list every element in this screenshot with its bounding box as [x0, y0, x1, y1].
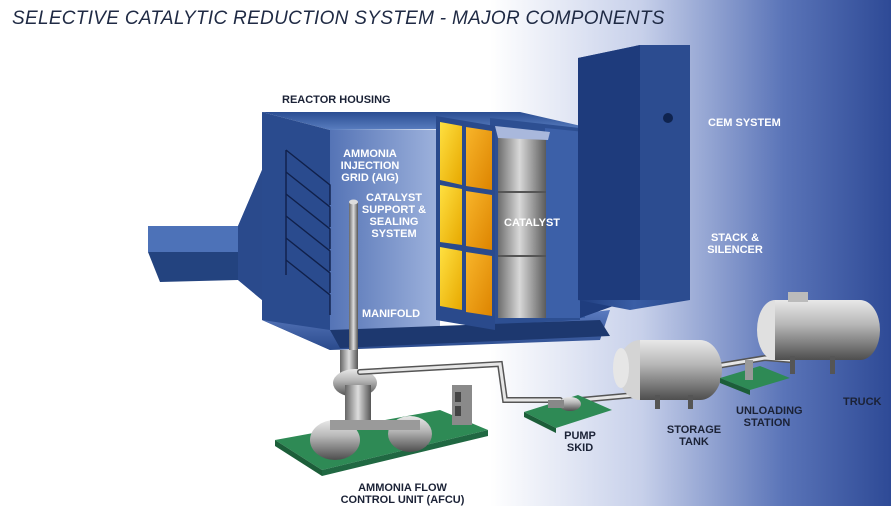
label-pump-skid: PUMP SKID: [562, 430, 598, 454]
label-reactor-housing: REACTOR HOUSING: [282, 94, 391, 106]
label-catalyst: CATALYST: [504, 217, 561, 229]
label-afcu-line2: CONTROL UNIT (AFCU): [340, 494, 465, 506]
label-storage-line2: TANK: [679, 436, 709, 448]
label-truck: TRUCK: [843, 396, 882, 408]
label-stack-silencer: STACK & SILENCER: [705, 232, 765, 256]
label-pump-line2: SKID: [566, 442, 594, 454]
label-cem-system: CEM SYSTEM: [708, 117, 781, 129]
label-manifold: MANIFOLD: [362, 308, 421, 320]
label-unloading-line1: UNLOADING: [736, 405, 803, 417]
label-support-line3: SEALING: [369, 216, 419, 228]
label-stack-line1: STACK &: [710, 232, 760, 244]
catalyst-modules: [436, 116, 550, 330]
inlet-duct: [148, 170, 262, 300]
label-unloading-line2: STATION: [743, 417, 791, 429]
unloading-station: [720, 360, 790, 395]
ammonia-feed-pipe: [349, 199, 358, 352]
label-aig-line1: AMMONIA: [343, 148, 397, 160]
ammonia-injection-grid: [285, 149, 331, 315]
label-afcu: AMMONIA FLOW CONTROL UNIT (AFCU): [330, 482, 475, 506]
label-catalyst-support: CATALYST SUPPORT & SEALING SYSTEM: [356, 192, 432, 240]
label-aig-line2: INJECTION: [340, 160, 400, 172]
label-pump-line1: PUMP: [564, 430, 596, 442]
storage-tank: [613, 340, 722, 409]
pump-skid: [524, 395, 612, 433]
stack: [578, 45, 690, 310]
label-aig-line3: GRID (AIG): [341, 172, 399, 184]
afcu-skid: [275, 350, 488, 476]
truck-tank: [757, 292, 880, 374]
diagram-title: SELECTIVE CATALYTIC REDUCTION SYSTEM - M…: [12, 8, 665, 29]
label-afcu-line1: AMMONIA FLOW: [358, 482, 447, 494]
label-support-line2: SUPPORT &: [361, 204, 427, 216]
label-support-line1: CATALYST: [365, 192, 423, 204]
label-stack-line2: SILENCER: [707, 244, 763, 256]
label-storage-tank: STORAGE TANK: [665, 424, 723, 448]
cem-probe-icon: [663, 113, 673, 123]
label-storage-line1: STORAGE: [666, 424, 722, 436]
label-unloading-station: UNLOADING STATION: [736, 405, 803, 429]
label-support-line4: SYSTEM: [371, 228, 417, 240]
label-ammonia-injection-grid: AMMONIA INJECTION GRID (AIG): [334, 148, 406, 184]
